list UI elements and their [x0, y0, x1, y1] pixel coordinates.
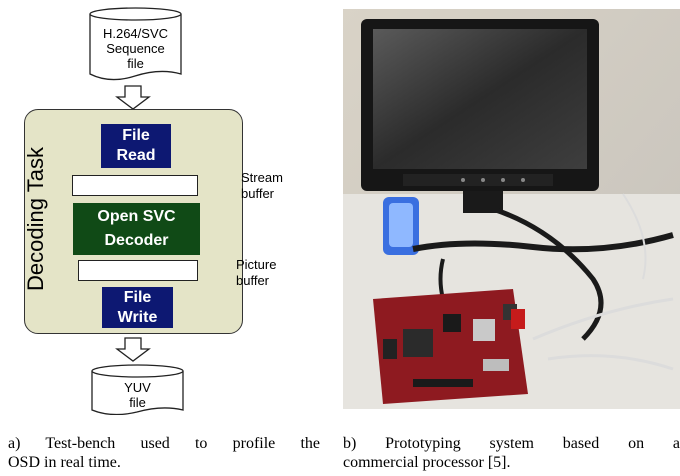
caption-b-line2: commercial processor [5].	[343, 454, 511, 471]
monitor-stand	[463, 191, 503, 213]
source-file-cylinder	[89, 7, 182, 81]
source-file-line2: Sequence	[106, 41, 165, 56]
stream-buffer-label: Stream buffer	[241, 170, 283, 202]
prototype-photo	[343, 9, 680, 409]
caption-a-line1: a) Test-bench used to profile the	[8, 435, 320, 452]
output-file-line1: YUV	[124, 380, 151, 395]
caption-b: b) Prototyping system based on a commerc…	[343, 434, 680, 472]
output-file-label: YUV file	[92, 380, 183, 410]
picture-buffer-label: Picture buffer	[236, 257, 276, 289]
picture-buffer-line1: Picture	[236, 257, 277, 272]
stream-buffer-line2: buffer	[241, 186, 275, 201]
monitor-button-strip	[403, 174, 553, 186]
decoding-task-label: Decoding Task	[23, 147, 48, 291]
caption-a-line2: OSD in real time.	[8, 454, 121, 471]
output-file-line2: file	[129, 395, 146, 410]
file-write-block: File Write	[102, 287, 173, 328]
cable-4	[532, 297, 674, 341]
file-read-line1: File	[122, 127, 150, 144]
open-svc-decoder-block: Open SVC Decoder	[73, 203, 200, 255]
caption-a: a) Test-bench used to profile the OSD in…	[8, 434, 320, 472]
down-arrow-1	[115, 85, 151, 110]
test-bench-diagram: H.264/SVC Sequence file Decoding Task Fi…	[0, 0, 320, 415]
prototype-photo-illustration	[343, 9, 680, 409]
file-read-block: File Read	[101, 124, 171, 168]
file-write-line2: Write	[117, 308, 158, 326]
monitor-screen	[373, 29, 587, 169]
picture-buffer-line2: buffer	[236, 273, 270, 288]
cable-5	[547, 354, 674, 371]
decoder-line2: Decoder	[104, 232, 169, 249]
stream-buffer-bar	[72, 175, 198, 196]
picture-buffer-bar	[78, 260, 198, 281]
source-file-label: H.264/SVC Sequence file	[88, 26, 183, 71]
dev-board	[373, 289, 528, 404]
cable-1	[412, 232, 674, 253]
cable-2	[492, 206, 604, 341]
output-file-cylinder	[91, 364, 184, 415]
sd-card	[511, 309, 525, 329]
diagram-shapes	[89, 7, 237, 415]
file-write-line1: File	[123, 288, 152, 306]
stream-buffer-line1: Stream	[241, 170, 283, 185]
down-arrow-2	[115, 337, 151, 362]
cable-6	[622, 193, 647, 280]
file-read-line2: Read	[116, 147, 156, 164]
caption-b-line1: b) Prototyping system based on a	[343, 435, 680, 452]
source-file-line3: file	[127, 56, 144, 71]
source-file-line1: H.264/SVC	[102, 26, 169, 41]
decoder-line1: Open SVC	[97, 208, 176, 225]
